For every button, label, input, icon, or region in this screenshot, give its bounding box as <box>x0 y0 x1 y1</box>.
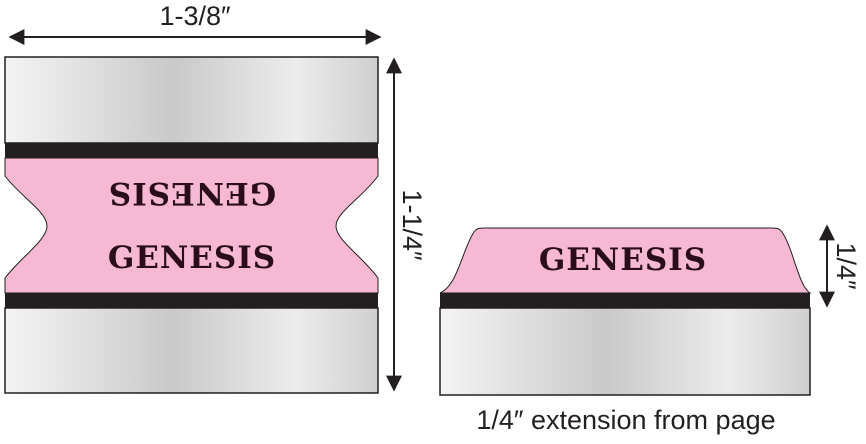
bottom-black-band <box>5 293 378 308</box>
height-label: 1-1/4″ <box>397 189 427 261</box>
upright-tab-label: GENESIS <box>108 240 276 276</box>
folded-tab: GENESIS GENESIS <box>4 56 379 394</box>
side-tab: GENESIS <box>439 227 812 396</box>
extension-caption: 1/4″ extension from page <box>476 405 775 435</box>
width-label: 1-3/8″ <box>159 1 231 31</box>
side-black-band <box>440 293 810 308</box>
side-tab-label: GENESIS <box>539 242 707 278</box>
side-tab-pink <box>439 227 812 294</box>
bottom-silver-panel <box>4 307 379 394</box>
tab-height-label: 1/4″ <box>831 242 861 290</box>
side-silver-panel <box>439 307 811 396</box>
flipped-tab-label: GENESIS <box>108 175 276 211</box>
top-silver-panel <box>4 56 379 144</box>
top-black-band <box>5 143 378 158</box>
